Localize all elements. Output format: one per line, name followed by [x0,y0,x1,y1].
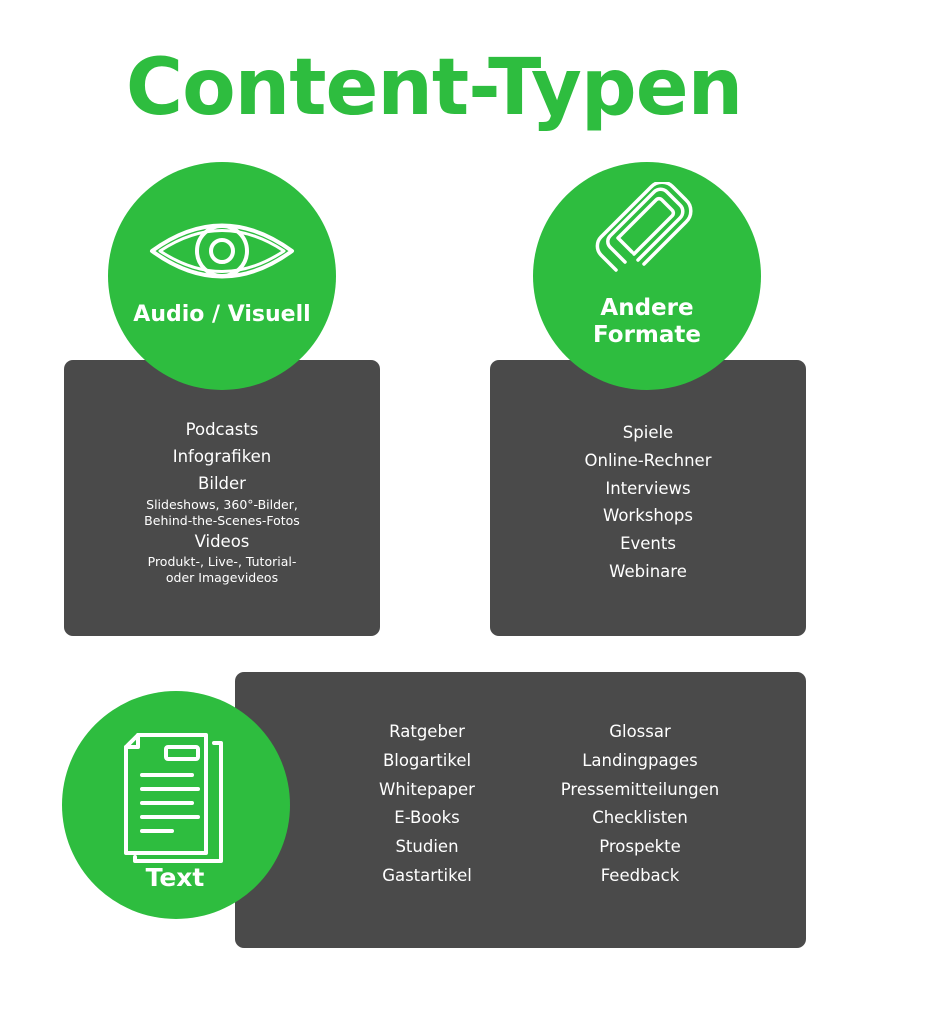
list-item: E-Books [394,808,460,828]
text-label: Text [145,863,205,892]
list-item: Infografiken [172,447,272,466]
audio-visual-list: Podcasts Infografiken Bilder Slideshows,… [64,416,380,586]
page-title: Content-Typen [125,43,743,133]
other-formats-label: Andere Formate [592,295,701,348]
list-item: Glossar [609,722,671,741]
list-item: Videos Produkt-, Live-, Tutorial- oder I… [64,530,380,586]
audio-visual-badge: Audio / Visuell [108,162,336,390]
text-panel: Ratgeber Blogartikel Whitepaper E-Books … [235,672,806,948]
list-item: Podcasts [185,420,259,439]
list-item: Ratgeber [389,722,465,741]
list-item: Pressemitteilungen [560,779,720,799]
other-formats-badge: Andere Formate [533,162,761,390]
list-item: Studien [395,837,459,857]
text-list-column-1: Ratgeber Blogartikel Whitepaper E-Books … [344,718,510,891]
other-formats-list: Spiele Online-Rechner Interviews Worksho… [490,419,806,586]
list-item: Gastartikel [382,865,472,885]
audio-visual-panel: Podcasts Infografiken Bilder Slideshows,… [64,360,380,636]
list-item-detail: Slideshows, 360°-Bilder, Behind-the-Scen… [144,497,300,528]
list-item: Feedback [600,865,680,885]
paperclip-icon [595,182,693,272]
list-item: Checklisten [592,808,688,828]
text-list-column-2: Glossar Landingpages Pressemitteilungen … [535,718,745,891]
text-badge: Text [62,691,290,919]
list-item: Blogartikel [382,750,472,770]
audio-visual-label: Audio / Visuell [133,302,311,327]
list-item: Landingpages [582,750,698,770]
list-item: Workshops [602,506,693,526]
list-item: Bilder Slideshows, 360°-Bilder, Behind-t… [64,470,380,529]
list-item: Events [620,534,676,554]
list-item: Spiele [622,423,674,442]
list-item: Whitepaper [379,779,475,799]
other-formats-panel: Spiele Online-Rechner Interviews Worksho… [490,360,806,636]
eye-icon [150,223,294,279]
list-item: Prospekte [599,837,681,857]
list-item-detail: Produkt-, Live-, Tutorial- oder Imagevid… [147,554,297,585]
list-item: Online-Rechner [584,450,712,470]
list-item: Webinare [609,561,687,581]
list-item: Interviews [605,478,691,498]
document-icon [124,733,223,863]
